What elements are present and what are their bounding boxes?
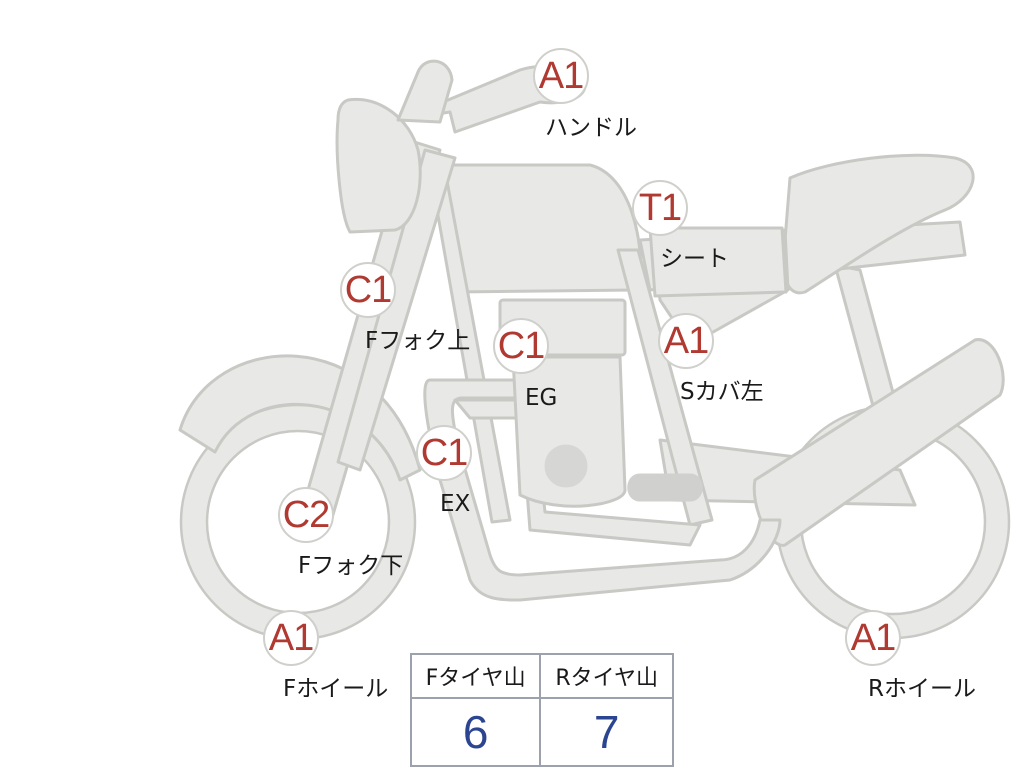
front-wheel-code-badge: A1 [263,610,319,666]
rear-wheel-label: Rホイール [868,676,976,702]
fuel-tank-shape [438,163,643,294]
tire-tread-header-row: Fタイヤ山 Rタイヤ山 [409,653,674,699]
rear-tread-value: 7 [539,697,674,767]
handle-code-badge: A1 [533,48,589,104]
side-cover-code-badge: A1 [658,313,714,369]
engine-code-badge: C1 [493,318,549,374]
fork-lower-label: Fフォク下 [298,553,404,579]
side-cover-label: Sカバ左 [680,379,764,405]
front-wheel-label: Fホイール [283,676,389,702]
rear-tread-header: Rタイヤ山 [539,653,674,699]
rear-wheel-code-badge: A1 [845,610,901,666]
tire-tread-value-row: 6 7 [409,697,674,767]
front-tread-header: Fタイヤ山 [409,653,542,699]
fork-upper-code-badge: C1 [340,262,396,318]
exhaust-label: EX [440,491,471,517]
seat-shape [781,153,975,295]
exhaust-code-badge: C1 [416,425,472,481]
engine-label: EG [525,385,558,411]
fork-upper-label: Fフォク上 [365,328,471,354]
fork-lower-code-badge: C2 [278,487,334,543]
handle-label: ハンドル [545,115,637,141]
swingarm-shape [752,338,1005,547]
tire-tread-table: Fタイヤ山 Rタイヤ山 6 7 [409,653,674,767]
front-tread-value: 6 [409,697,542,767]
seat-code-badge: T1 [632,180,688,236]
seat-label: シート [660,246,729,272]
